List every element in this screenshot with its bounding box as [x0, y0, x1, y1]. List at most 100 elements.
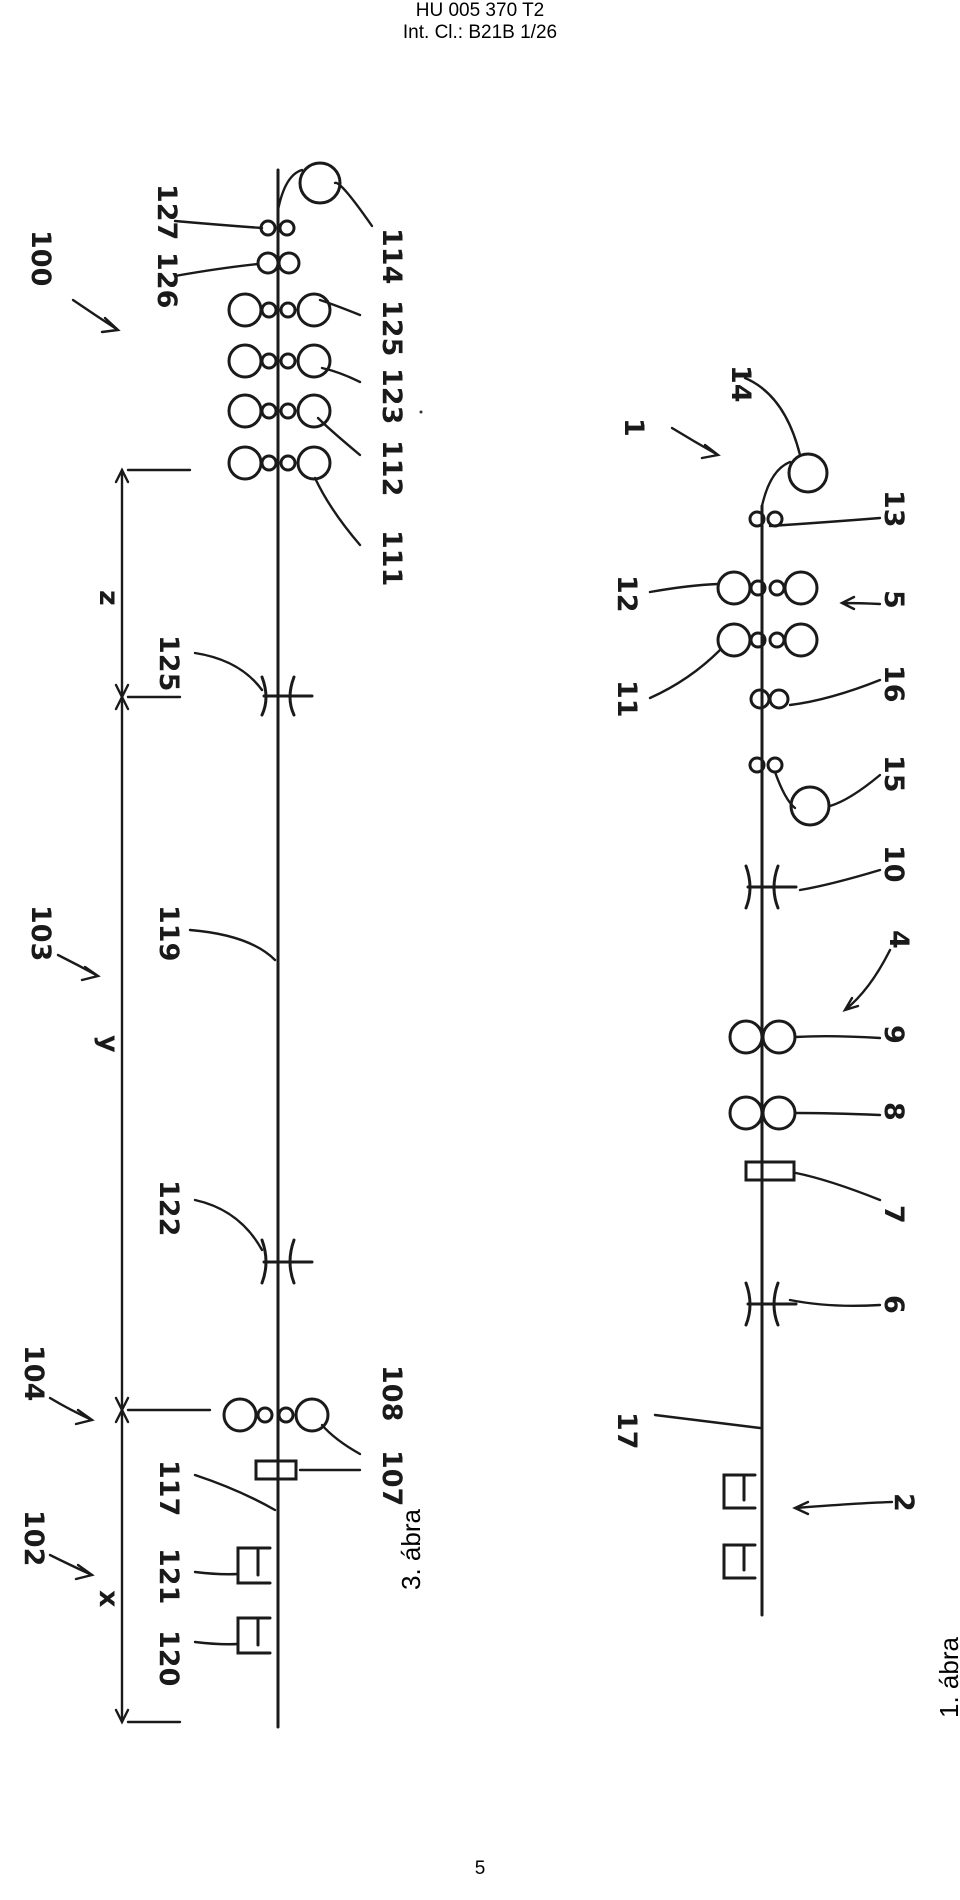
stand-12 [716, 570, 819, 606]
leader-119 [188, 928, 277, 962]
furnace-b [722, 1543, 757, 1580]
label-127: 127 [151, 184, 182, 240]
arrow-103 [56, 953, 101, 982]
roll-16 [749, 688, 771, 710]
label-122: 122 [153, 1180, 184, 1236]
patent-number: HU 005 370 T2 [415, 0, 545, 21]
stand-108 [222, 1397, 330, 1433]
leader-14 [743, 376, 802, 457]
dimension-arrow [114, 467, 130, 484]
roll-16 [768, 688, 790, 710]
leader-12 [648, 582, 720, 594]
roll-127 [278, 219, 296, 237]
box-107 [254, 1459, 298, 1481]
label-119: 119 [153, 905, 184, 961]
label-123: 123 [376, 368, 407, 424]
label-16: 16 [878, 665, 909, 703]
label-107: 107 [376, 1450, 407, 1506]
arrow-104 [48, 1396, 95, 1426]
stand-125 [227, 292, 332, 328]
label-1: 1 [618, 418, 649, 437]
furnace-121 [236, 1546, 272, 1585]
label-108: 108 [376, 1365, 407, 1421]
leader-10 [798, 868, 882, 892]
leader-8 [794, 1111, 882, 1117]
leader-117 [193, 1473, 277, 1512]
leader-111 [313, 476, 362, 547]
stand-8-roll [761, 1095, 797, 1131]
classification: Int. Cl.: B21B 1/26 [402, 22, 558, 43]
leader-9 [794, 1035, 882, 1040]
furnace-120 [236, 1616, 272, 1655]
shear-6 [744, 1281, 798, 1327]
leader-11 [648, 648, 722, 700]
leader-125 [318, 298, 362, 317]
furnace-a [722, 1473, 757, 1510]
leader-123 [320, 366, 362, 384]
label-117: 117 [153, 1460, 184, 1516]
shear-10 [744, 864, 798, 910]
figure-1: 14 1 13 12 5 11 16 15 10 4 9 8 7 6 17 2 … [611, 365, 960, 1718]
coiler-14 [787, 452, 829, 494]
arrow-2 [792, 1500, 894, 1516]
stand-9-roll [728, 1019, 764, 1055]
dimension-arrow [114, 694, 130, 711]
leader-114 [333, 181, 374, 228]
roll-13 [748, 510, 766, 528]
label-6: 6 [878, 1295, 909, 1314]
shear-122 [260, 1238, 314, 1285]
roll-126 [256, 251, 280, 275]
leader-13 [768, 516, 882, 528]
roll-15 [766, 756, 784, 774]
leader-6 [788, 1298, 882, 1308]
leader-112 [316, 416, 362, 457]
box-7 [744, 1160, 796, 1182]
label-15: 15 [878, 755, 909, 793]
leader-16 [788, 678, 882, 707]
label-125-stand: 125 [376, 300, 407, 356]
arrow-100 [71, 298, 121, 334]
label-125-shear: 125 [153, 635, 184, 691]
leader-121 [193, 1570, 240, 1576]
leader-122 [193, 1198, 264, 1252]
arrow-102 [48, 1553, 95, 1581]
label-104: 104 [18, 1345, 49, 1401]
label-121: 121 [153, 1548, 184, 1604]
figure-3: 114 127 126 125 123 112 111 100 z 125 10… [18, 161, 426, 1729]
arrow-5 [839, 595, 882, 611]
figure-3-caption: 3. ábra [396, 1509, 426, 1590]
label-126: 126 [151, 252, 182, 308]
leader-15 [828, 773, 882, 808]
stand-111 [227, 445, 332, 481]
dimension-arrow [114, 1708, 130, 1725]
arrow-4 [842, 948, 892, 1013]
label-7: 7 [878, 1205, 909, 1224]
leader-120 [193, 1640, 240, 1646]
label-11: 11 [611, 680, 642, 718]
stray-dot [419, 410, 423, 414]
leader-108 [320, 1423, 362, 1456]
roll-13 [766, 510, 784, 528]
coiler-114 [298, 161, 342, 205]
strip-to-coiler-15 [773, 770, 797, 810]
figure-1-caption: 1. ábra [934, 1637, 960, 1718]
stand-9-roll [761, 1019, 797, 1055]
strip-to-coiler-14 [760, 460, 792, 508]
label-103: 103 [25, 905, 56, 961]
dimension-arrow [114, 1407, 130, 1424]
page-header: HU 005 370 T2 Int. Cl.: B21B 1/26 [0, 0, 960, 44]
leader-7 [794, 1171, 882, 1202]
roll-15 [748, 756, 766, 774]
label-17: 17 [611, 1412, 642, 1450]
label-2: 2 [888, 1493, 919, 1512]
label-102: 102 [18, 1510, 49, 1566]
label-112: 112 [376, 440, 407, 496]
label-8: 8 [878, 1102, 909, 1121]
shear-125 [260, 675, 314, 717]
label-120: 120 [153, 1630, 184, 1686]
label-100: 100 [25, 230, 56, 286]
strip-to-coiler [276, 168, 304, 212]
label-114: 114 [376, 228, 407, 284]
label-10: 10 [878, 845, 909, 883]
